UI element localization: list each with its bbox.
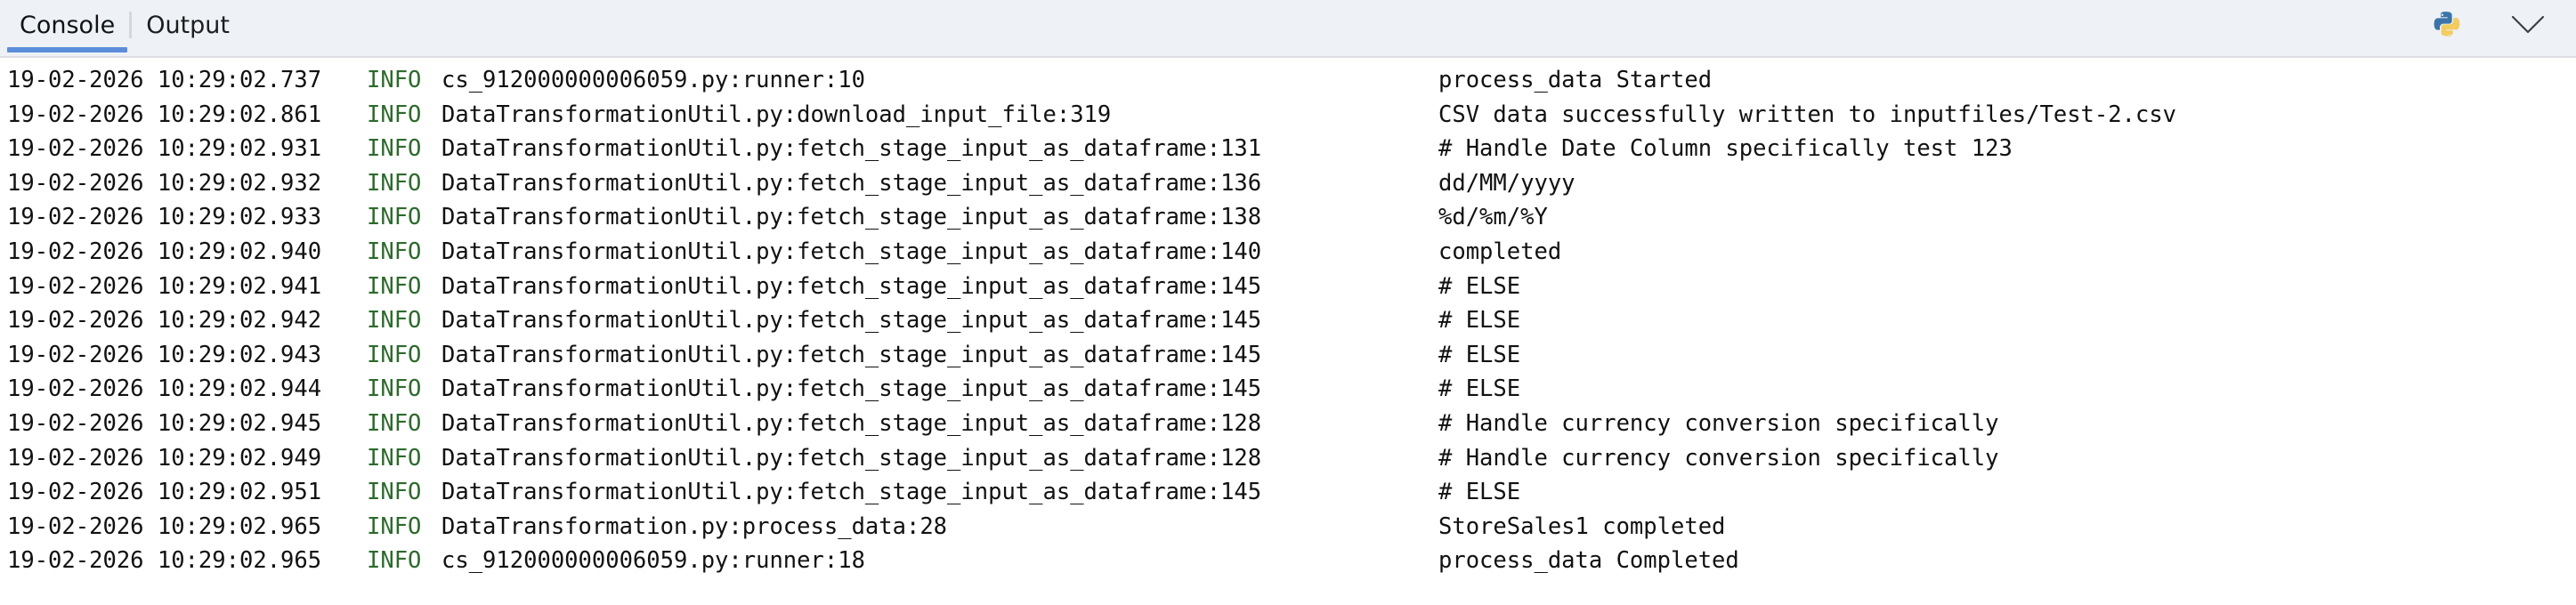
log-source: DataTransformation.py:process_data:28 xyxy=(441,512,948,540)
log-message: # ELSE xyxy=(1438,375,1521,403)
log-source: DataTransformationUtil.py:fetch_stage_in… xyxy=(441,409,1262,437)
log-level: INFO xyxy=(367,238,422,265)
log-source: DataTransformationUtil.py:fetch_stage_in… xyxy=(441,444,1262,472)
log-level: INFO xyxy=(367,135,422,163)
log-row[interactable]: 19-02-2026 10:29:02.933 INFO DataTransform… xyxy=(0,200,2576,235)
log-row[interactable]: 19-02-2026 10:29:02.944 INFO DataTransform… xyxy=(0,372,2576,407)
tab-console-label: Console xyxy=(20,11,116,39)
log-timestamp: 19-02-2026 10:29:02.951 xyxy=(7,479,322,506)
log-row[interactable]: 19-02-2026 10:29:02.940 INFO DataTransform… xyxy=(0,235,2576,270)
log-row[interactable]: 19-02-2026 10:29:02.942 INFO DataTransform… xyxy=(0,303,2576,338)
tab-console[interactable]: Console xyxy=(7,0,128,52)
log-timestamp: 19-02-2026 10:29:02.861 xyxy=(7,101,322,128)
log-message: # ELSE xyxy=(1438,272,1521,300)
log-source: DataTransformationUtil.py:fetch_stage_in… xyxy=(441,307,1262,335)
tabbar-actions xyxy=(2428,0,2576,50)
log-timestamp: 19-02-2026 10:29:02.965 xyxy=(7,547,322,575)
log-level: INFO xyxy=(367,375,422,403)
tab-output[interactable]: Output xyxy=(134,0,242,50)
log-message: # ELSE xyxy=(1438,479,1521,506)
python-logo-icon[interactable] xyxy=(2428,7,2464,43)
log-source: DataTransformationUtil.py:fetch_stage_in… xyxy=(441,375,1262,403)
log-level: INFO xyxy=(367,272,422,300)
log-level: INFO xyxy=(367,67,422,93)
console-tabbar: Console Output xyxy=(0,0,2576,58)
log-source: DataTransformationUtil.py:fetch_stage_in… xyxy=(441,272,1262,300)
log-row[interactable]: 19-02-2026 10:29:02.965 INFO DataTransform… xyxy=(0,510,2576,544)
log-level: INFO xyxy=(367,341,422,368)
log-source: DataTransformationUtil.py:fetch_stage_in… xyxy=(441,479,1262,506)
log-level: INFO xyxy=(367,512,422,540)
chevron-down-icon[interactable] xyxy=(2510,7,2546,43)
log-level: INFO xyxy=(367,409,422,437)
log-timestamp: 19-02-2026 10:29:02.945 xyxy=(7,409,322,437)
log-timestamp: 19-02-2026 10:29:02.932 xyxy=(7,169,322,197)
log-timestamp: 19-02-2026 10:29:02.737 xyxy=(7,67,322,93)
log-row[interactable]: 19-02-2026 10:29:02.965 INFO cs_9120000000… xyxy=(0,544,2576,578)
log-level: INFO xyxy=(367,169,422,197)
log-level: INFO xyxy=(367,307,422,335)
log-message: CSV data successfully written to inputfi… xyxy=(1438,101,2177,128)
log-timestamp: 19-02-2026 10:29:02.933 xyxy=(7,204,322,231)
log-timestamp: 19-02-2026 10:29:02.931 xyxy=(7,135,322,163)
log-timestamp: 19-02-2026 10:29:02.940 xyxy=(7,238,322,265)
log-message: # ELSE xyxy=(1438,307,1521,335)
log-message: dd/MM/yyyy xyxy=(1438,169,1576,197)
log-row[interactable]: 19-02-2026 10:29:02.861 INFO DataTransform… xyxy=(0,98,2576,133)
log-message: # ELSE xyxy=(1438,341,1521,368)
log-source: DataTransformationUtil.py:fetch_stage_in… xyxy=(441,204,1262,231)
log-source: DataTransformationUtil.py:download_input… xyxy=(441,101,1112,128)
tab-list: Console Output xyxy=(0,0,242,52)
log-source: DataTransformationUtil.py:fetch_stage_in… xyxy=(441,341,1262,368)
log-message: StoreSales1 completed xyxy=(1438,512,1726,540)
tab-output-label: Output xyxy=(146,11,230,39)
log-source: DataTransformationUtil.py:fetch_stage_in… xyxy=(441,238,1262,265)
log-timestamp: 19-02-2026 10:29:02.941 xyxy=(7,272,322,300)
log-level: INFO xyxy=(367,547,422,575)
log-message: %d/%m/%Y xyxy=(1438,204,1548,231)
log-level: INFO xyxy=(367,444,422,472)
log-row[interactable]: 19-02-2026 10:29:02.737 INFO cs_9120000000… xyxy=(0,63,2576,98)
log-source: DataTransformationUtil.py:fetch_stage_in… xyxy=(441,135,1262,163)
log-row[interactable]: 19-02-2026 10:29:02.943 INFO DataTransform… xyxy=(0,338,2576,373)
log-timestamp: 19-02-2026 10:29:02.949 xyxy=(7,444,322,472)
log-message: process_data Completed xyxy=(1438,547,1739,575)
log-timestamp: 19-02-2026 10:29:02.943 xyxy=(7,341,322,368)
log-message: # Handle currency conversion specificall… xyxy=(1438,409,1999,437)
log-source: cs_912000000006059.py:runner:18 xyxy=(441,547,865,575)
log-row[interactable]: 19-02-2026 10:29:02.949 INFO DataTransform… xyxy=(0,441,2576,476)
log-message: completed xyxy=(1438,238,1562,265)
log-timestamp: 19-02-2026 10:29:02.942 xyxy=(7,307,322,335)
log-level: INFO xyxy=(367,101,422,128)
log-row[interactable]: 19-02-2026 10:29:02.931 INFO DataTransform… xyxy=(0,132,2576,166)
log-row[interactable]: 19-02-2026 10:29:02.951 INFO DataTransform… xyxy=(0,475,2576,510)
log-message: # Handle currency conversion specificall… xyxy=(1438,444,1999,472)
log-row[interactable]: 19-02-2026 10:29:02.941 INFO DataTransform… xyxy=(0,270,2576,304)
log-message: # Handle Date Column specifically test 1… xyxy=(1438,135,2013,163)
log-source: DataTransformationUtil.py:fetch_stage_in… xyxy=(441,169,1262,197)
log-row[interactable]: 19-02-2026 10:29:02.932 INFO DataTransform… xyxy=(0,166,2576,201)
tab-separator xyxy=(129,12,133,38)
log-row[interactable]: 19-02-2026 10:29:02.945 INFO DataTransform… xyxy=(0,407,2576,441)
log-timestamp: 19-02-2026 10:29:02.965 xyxy=(7,512,322,540)
log-message: process_data Started xyxy=(1438,67,1713,93)
log-source: cs_912000000006059.py:runner:10 xyxy=(441,67,865,93)
log-level: INFO xyxy=(367,479,422,506)
log-timestamp: 19-02-2026 10:29:02.944 xyxy=(7,375,322,403)
log-level: INFO xyxy=(367,204,422,231)
